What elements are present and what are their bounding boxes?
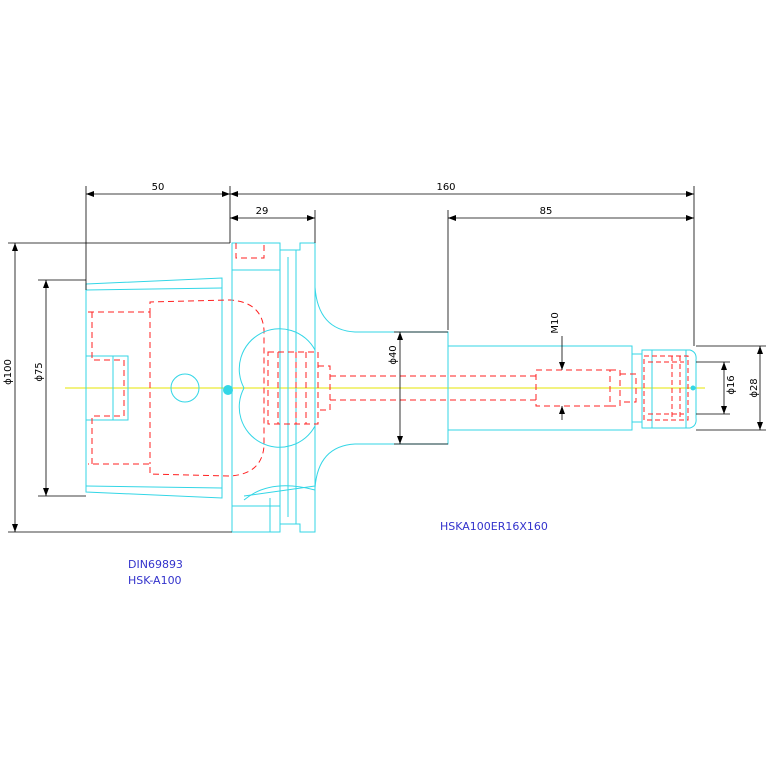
center-point-right	[690, 385, 696, 391]
flange-hidden-lines	[235, 243, 331, 425]
hsk-taper-outline	[85, 277, 223, 499]
dim-m10: M10	[550, 312, 561, 333]
collet-nose-outline	[641, 349, 697, 429]
coolant-bore	[170, 373, 200, 403]
shank-hidden-lines	[330, 369, 637, 407]
center-point-left	[223, 385, 233, 395]
label-standard: DIN69893	[128, 558, 183, 571]
shank-outline	[314, 286, 642, 489]
dim-85: 85	[540, 206, 553, 217]
dim-160: 160	[436, 182, 455, 193]
dim-dia28: ϕ28	[749, 378, 760, 397]
dim-dia75: ϕ75	[34, 362, 45, 381]
hsk-hidden-lines	[88, 299, 265, 477]
dim-dia100: ϕ100	[3, 359, 14, 385]
label-model: HSKA100ER16X160	[440, 520, 548, 533]
dim-50: 50	[152, 182, 165, 193]
dim-29: 29	[256, 206, 269, 217]
dimension-lines	[8, 186, 766, 533]
collet-nose-hidden-lines	[643, 355, 689, 421]
dim-dia40: ϕ40	[388, 345, 399, 364]
label-interface: HSK-A100	[128, 574, 182, 587]
dim-dia16: ϕ16	[726, 375, 737, 394]
